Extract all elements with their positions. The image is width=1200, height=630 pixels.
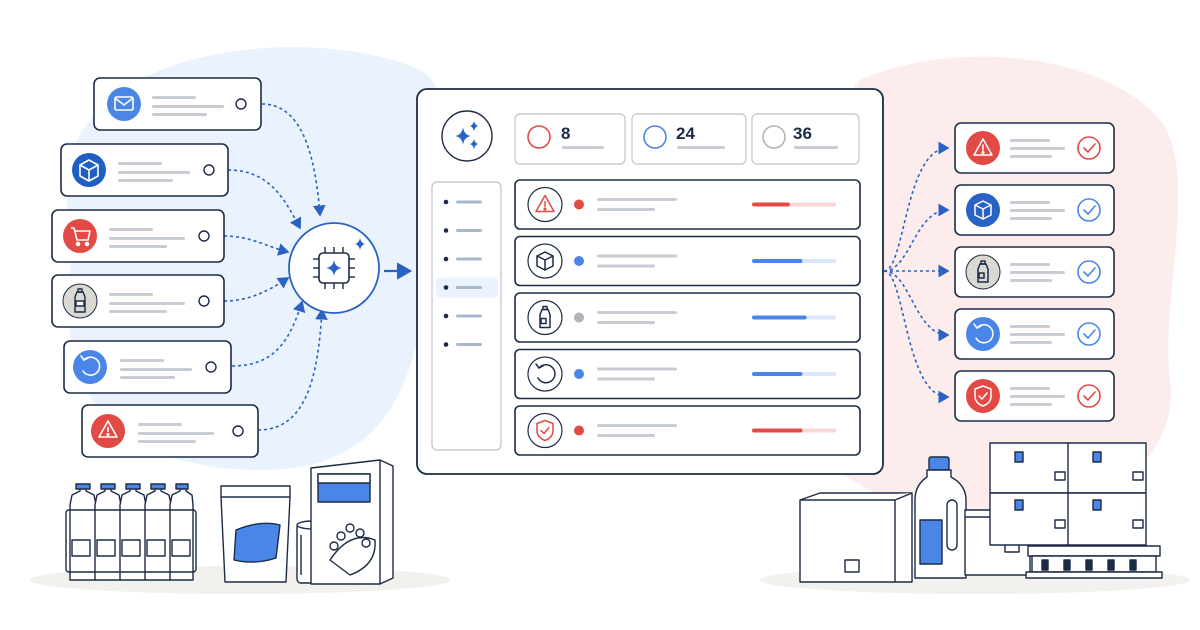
progress-bar xyxy=(752,259,836,263)
output-card[interactable] xyxy=(954,246,1115,298)
check-circle-icon xyxy=(1077,198,1101,222)
stat-value-blue: 24 xyxy=(676,124,695,143)
status-ring xyxy=(527,125,551,149)
sidebar-item[interactable] xyxy=(443,256,482,262)
return-icon xyxy=(973,323,994,344)
products-left xyxy=(65,459,394,585)
output-card[interactable] xyxy=(954,184,1115,236)
bottle-icon xyxy=(74,288,86,313)
source-card[interactable] xyxy=(63,340,232,394)
products-right xyxy=(799,442,1163,583)
status-dot xyxy=(574,425,584,436)
output-connectors xyxy=(883,141,950,404)
check-circle-icon xyxy=(1077,384,1101,408)
ai-hub xyxy=(288,222,380,314)
shipping-box-icon xyxy=(799,492,913,583)
snack-pouch-icon xyxy=(220,485,291,583)
status-ring xyxy=(762,125,786,149)
stat-value-gray: 36 xyxy=(793,124,812,143)
status-dot xyxy=(574,199,584,210)
source-card[interactable] xyxy=(51,209,225,263)
progress-fill xyxy=(752,315,807,320)
progress-bar xyxy=(752,372,836,376)
mail-icon xyxy=(114,96,134,111)
sparkle-icon xyxy=(455,121,478,149)
source-connectors xyxy=(223,103,328,431)
return-icon xyxy=(535,363,556,384)
output-card[interactable] xyxy=(954,308,1115,360)
source-card[interactable] xyxy=(93,77,262,131)
dashboard-row[interactable] xyxy=(514,405,861,456)
shield-icon xyxy=(536,419,554,442)
output-card[interactable] xyxy=(954,370,1115,422)
progress-bar xyxy=(752,202,836,207)
dashboard-sidebar xyxy=(431,181,502,451)
alert-icon xyxy=(98,420,118,438)
sidebar-item[interactable] xyxy=(443,342,482,347)
package-icon xyxy=(79,159,99,182)
sidebar-item[interactable] xyxy=(436,277,498,298)
dashboard-window xyxy=(416,88,884,475)
package-icon xyxy=(974,200,992,220)
dashboard-row[interactable] xyxy=(514,292,861,343)
bottle-icon xyxy=(539,305,551,329)
ai-chip-icon xyxy=(313,238,365,289)
progress-bar xyxy=(752,315,836,320)
dashboard-row[interactable] xyxy=(514,179,861,230)
package-icon xyxy=(536,251,554,271)
alert-icon xyxy=(973,138,993,156)
detergent-bottle-icon xyxy=(914,456,967,579)
sidebar-item[interactable] xyxy=(443,228,482,233)
cart-icon xyxy=(71,227,91,247)
return-icon xyxy=(80,355,101,376)
cereal-box-icon xyxy=(310,459,394,585)
source-cards xyxy=(51,77,262,458)
status-dot xyxy=(574,256,584,266)
stat-card[interactable] xyxy=(514,113,626,165)
source-card[interactable] xyxy=(60,143,229,197)
dashboard-row[interactable] xyxy=(514,348,861,400)
check-circle-icon xyxy=(1077,260,1101,284)
water-bottle-pack-icon xyxy=(65,483,197,581)
dashboard-row[interactable] xyxy=(514,235,861,287)
progress-fill xyxy=(752,372,803,376)
status-dot xyxy=(574,369,584,379)
pallet-boxes-icon xyxy=(989,442,1163,579)
shield-icon xyxy=(974,385,992,407)
progress-fill xyxy=(752,202,790,207)
progress-fill xyxy=(752,259,803,263)
progress-bar xyxy=(752,428,836,433)
stat-card[interactable] xyxy=(631,113,747,165)
status-ring xyxy=(643,125,667,149)
dashboard-logo xyxy=(441,110,493,162)
dashboard-rows xyxy=(514,179,861,456)
check-circle-icon xyxy=(1077,136,1101,160)
stat-value-red: 8 xyxy=(561,124,571,143)
output-card[interactable] xyxy=(954,122,1115,174)
progress-fill xyxy=(752,428,803,433)
source-card[interactable] xyxy=(81,404,259,458)
output-cards xyxy=(954,122,1115,422)
alert-icon xyxy=(535,194,555,213)
check-circle-icon xyxy=(1077,322,1101,346)
status-dot xyxy=(574,312,584,323)
sidebar-item[interactable] xyxy=(443,199,482,205)
stat-card[interactable] xyxy=(751,113,860,165)
bottle-icon xyxy=(977,260,989,283)
sidebar-item[interactable] xyxy=(443,313,482,319)
source-card[interactable] xyxy=(51,274,225,328)
